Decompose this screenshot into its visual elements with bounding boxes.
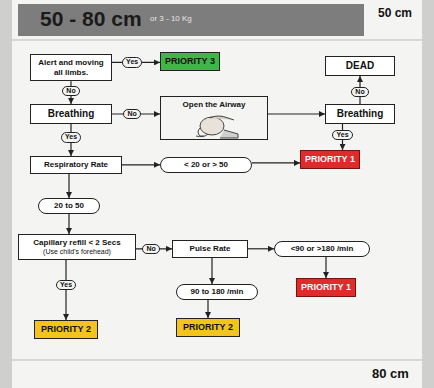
- triage-box: PRIORITY 1: [300, 150, 360, 169]
- head-outline: [200, 117, 224, 135]
- node-text: PRIORITY 3: [165, 56, 215, 67]
- triage-box: Respiratory Rate: [30, 156, 122, 174]
- node-text: PRIORITY 2: [181, 322, 235, 333]
- node-text: Respiratory Rate: [35, 160, 117, 170]
- node-text: Capillary refill < 2 Secs: [23, 238, 131, 248]
- shoulder-outline: [220, 130, 238, 138]
- range-pill: <90 or >180 /min: [274, 241, 370, 257]
- paper-sheet: [12, 0, 422, 388]
- node-text: DEAD: [330, 60, 390, 72]
- chart-title: 50 - 80 cm: [40, 7, 142, 31]
- node-text: (Use child's forehead): [23, 248, 131, 256]
- hand-on-forehead: [210, 116, 234, 120]
- flow-arrow: [248, 248, 274, 249]
- node-text: Breathing: [330, 108, 390, 120]
- range-pill: 20 to 50: [38, 198, 100, 214]
- answer-label: No: [142, 244, 159, 254]
- flow-arrow: [68, 174, 69, 198]
- answer-label: No: [62, 86, 79, 96]
- node-text: < 20 or > 50: [165, 160, 247, 170]
- rule-line: [12, 360, 422, 361]
- flow-arrow: [252, 162, 300, 163]
- node-text: 90 to 180 /min: [181, 287, 253, 297]
- triage-box: Capillary refill < 2 Secs(Use child's fo…: [18, 234, 136, 260]
- finger-on-chin: [196, 134, 208, 137]
- node-text: PRIORITY 1: [305, 154, 355, 165]
- answer-label: Yes: [56, 280, 76, 290]
- triage-box: PRIORITY 1: [296, 278, 356, 297]
- node-text: PRIORITY 1: [301, 282, 351, 293]
- triage-box: PRIORITY 3: [160, 52, 220, 71]
- tape-label: 50 cm: [378, 6, 412, 20]
- node-text: Breathing: [35, 108, 107, 120]
- range-pill: < 20 or > 50: [160, 157, 252, 173]
- flow-arrow: [68, 214, 69, 234]
- node-text: Alert and moving all limbs.: [35, 58, 107, 77]
- flow-arrow: [268, 113, 325, 114]
- answer-label: No: [123, 109, 140, 119]
- flow-arrow: [211, 258, 212, 284]
- node-text: Open the Airway: [165, 100, 263, 110]
- triage-box: PRIORITY 2: [34, 320, 98, 339]
- triage-box: PRIORITY 2: [176, 318, 240, 337]
- tape-label: or 3 - 10 Kg: [150, 14, 192, 23]
- triage-box: Alert and moving all limbs.: [30, 54, 112, 81]
- range-pill: 90 to 180 /min: [176, 284, 258, 300]
- node-text: Pulse Rate: [177, 244, 243, 254]
- flow-arrow: [325, 257, 326, 278]
- rule-line: [12, 40, 422, 41]
- node-text: 20 to 50: [43, 201, 95, 211]
- answer-label: Yes: [61, 132, 81, 142]
- flow-arrow: [122, 164, 160, 165]
- node-text: <90 or >180 /min: [279, 244, 365, 254]
- header-band: [18, 4, 364, 36]
- answer-label: Yes: [122, 57, 142, 67]
- answer-label: Yes: [332, 130, 352, 140]
- node-text: PRIORITY 2: [39, 324, 93, 335]
- triage-box: Pulse Rate: [172, 240, 248, 258]
- triage-box: Breathing: [325, 104, 395, 124]
- tape-label: 80 cm: [372, 366, 409, 381]
- answer-label: No: [351, 87, 368, 97]
- chin-outline: [198, 128, 204, 136]
- triage-box: Breathing: [30, 104, 112, 124]
- triage-box: Open the Airway: [160, 96, 268, 140]
- flow-arrow: [207, 300, 208, 318]
- triage-box: DEAD: [325, 56, 395, 76]
